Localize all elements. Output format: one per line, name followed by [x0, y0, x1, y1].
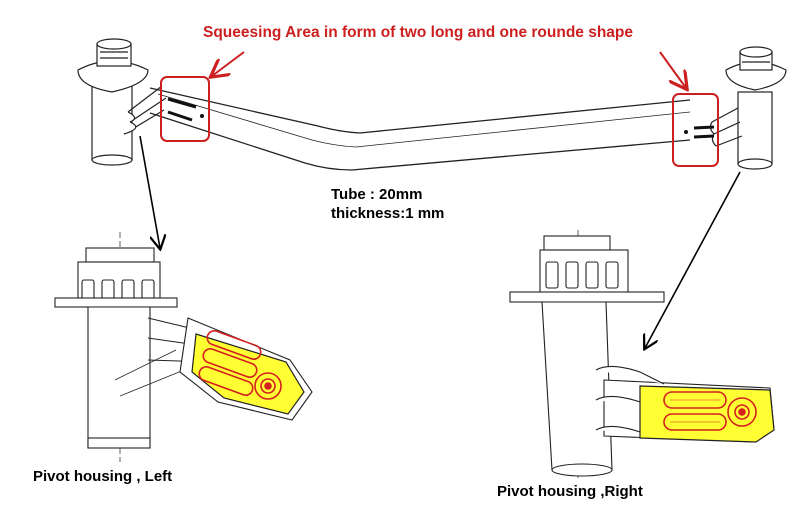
left-highlight-area — [191, 333, 305, 415]
right-squeeze-shapes — [663, 391, 757, 431]
squeeze-area-annotation: Squeesing Area in form of two long and o… — [203, 24, 634, 41]
left-pivot-detail — [54, 232, 313, 462]
left-squeeze-shapes — [198, 330, 282, 400]
linkage-tube — [149, 87, 691, 171]
right-pivot-caption: Pivot housing ,Right — [497, 483, 643, 500]
tube-thickness-label: thickness:1 mm — [331, 205, 445, 222]
right-pivot-top — [709, 46, 787, 170]
squeeze-area-box-left — [160, 76, 210, 142]
detail-arrow-right — [645, 171, 741, 348]
left-pivot-caption: Pivot housing , Left — [33, 468, 173, 485]
tube-size-label: Tube : 20mm — [331, 186, 423, 203]
squeeze-marks-right — [684, 125, 715, 139]
squeeze-marks-left — [167, 97, 204, 122]
annotation-arrow-left — [212, 51, 245, 76]
detail-arrow-left — [139, 135, 160, 248]
squeeze-area-box-right — [672, 93, 719, 167]
annotation-arrow-right — [659, 51, 686, 88]
left-pivot-top — [77, 38, 167, 166]
